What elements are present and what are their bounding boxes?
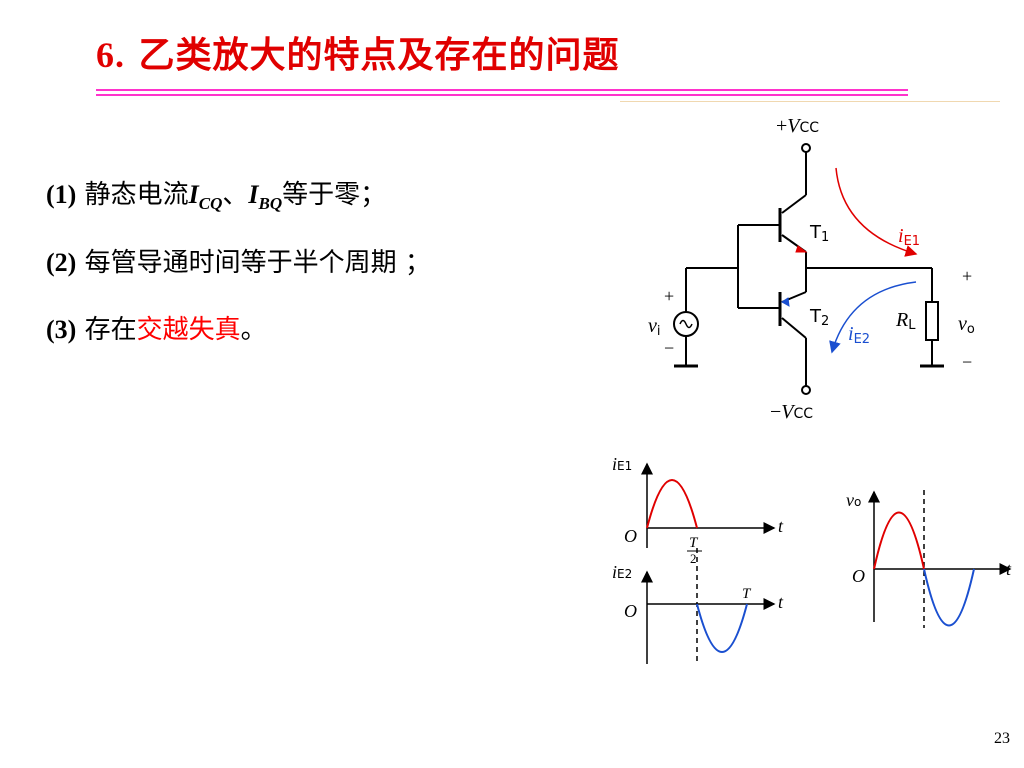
t1-sub: 1 bbox=[821, 230, 829, 245]
title-underline-2 bbox=[96, 94, 908, 96]
svg-text:+VCC: +VCC bbox=[776, 115, 819, 137]
point-1: (1) 静态电流ICQ、IBQ等于零； bbox=[46, 174, 386, 214]
rl-label: R bbox=[895, 309, 908, 331]
vcc-positive-symbol: V bbox=[787, 115, 802, 137]
rl-sub: L bbox=[908, 318, 916, 333]
vo-positive-half bbox=[873, 511, 925, 570]
graph-ie1-sub: E1 bbox=[617, 459, 632, 473]
t2-emitter-arrow bbox=[781, 297, 790, 307]
ie1-arrow bbox=[835, 167, 918, 257]
svg-text:vo: vo bbox=[958, 313, 975, 337]
graph-vo-origin: O bbox=[852, 566, 865, 586]
vcc-positive-sign: + bbox=[776, 115, 787, 137]
graph-ie2-t: t bbox=[778, 592, 784, 612]
t1-emitter-arrow bbox=[795, 245, 808, 253]
t1-collector bbox=[781, 194, 807, 214]
page-title: 6. 乙类放大的特点及存在的问题 bbox=[96, 26, 620, 78]
ie1-label: i bbox=[898, 225, 904, 247]
point-3-tail: 。 bbox=[240, 315, 267, 345]
svg-text:vo: vo bbox=[846, 490, 861, 510]
graph-ie2-sub: E2 bbox=[617, 567, 632, 581]
svg-text:vi: vi bbox=[648, 315, 661, 339]
graph-vo-t: t bbox=[1006, 559, 1012, 579]
svg-text:iE1: iE1 bbox=[612, 454, 632, 474]
point-1-tail: 等于零； bbox=[282, 180, 387, 210]
ie2-arrow bbox=[829, 281, 917, 354]
point-1-text: 静态电流 bbox=[84, 180, 189, 210]
graph-vo-sub: o bbox=[854, 495, 861, 509]
current-symbol-ibq: I bbox=[248, 180, 259, 209]
vcc-positive-terminal bbox=[801, 143, 811, 153]
t2-label: T bbox=[809, 306, 822, 327]
vcc-negative-symbol: V bbox=[781, 401, 796, 423]
title-text: 乙类放大的特点及存在的问题 bbox=[138, 35, 620, 76]
graph-vo-label: v bbox=[846, 490, 854, 510]
ie2-sub: E2 bbox=[854, 332, 871, 347]
point-2: (2) 每管导通时间等于半个周期 ； bbox=[46, 242, 431, 279]
vo-negative-half bbox=[923, 568, 975, 627]
separator: 、 bbox=[222, 180, 249, 210]
svg-text:iE1: iE1 bbox=[898, 225, 920, 249]
t1-label: T bbox=[809, 222, 822, 243]
vcc-negative-terminal bbox=[801, 385, 811, 395]
svg-text:iE2: iE2 bbox=[612, 562, 632, 582]
load-resistor bbox=[925, 301, 939, 341]
svg-text:iE2: iE2 bbox=[848, 323, 870, 347]
svg-text:−VCC: −VCC bbox=[770, 401, 813, 423]
point-3-number: (3) bbox=[46, 315, 77, 344]
ie1-waveform bbox=[646, 479, 698, 529]
graph-ie1-label: i bbox=[612, 454, 617, 474]
subscript-bq: BQ bbox=[258, 194, 283, 214]
graph-ie2-origin: O bbox=[624, 601, 637, 621]
vo-sub: o bbox=[967, 322, 975, 337]
ie2-waveform bbox=[696, 603, 748, 653]
page-number: 23 bbox=[994, 730, 1010, 747]
half-period-denominator: 2 bbox=[690, 551, 697, 566]
vo-minus: − bbox=[962, 352, 972, 372]
half-period-numerator: T bbox=[689, 535, 699, 551]
vcc-positive-sub: CC bbox=[800, 120, 820, 136]
push-pull-circuit bbox=[673, 143, 944, 395]
t2-collector bbox=[781, 317, 807, 339]
point-2-number: (2) bbox=[46, 248, 77, 277]
vo-plus: + bbox=[962, 266, 972, 286]
graph-ie2-label: i bbox=[612, 562, 617, 582]
current-symbol-icq: I bbox=[188, 180, 199, 209]
title-number: 6. bbox=[96, 35, 125, 75]
vcc-negative-sub: CC bbox=[794, 406, 814, 422]
svg-text:RL: RL bbox=[895, 309, 916, 333]
period-label: T bbox=[742, 586, 752, 602]
vo-label: v bbox=[958, 313, 967, 335]
vi-minus: − bbox=[664, 338, 674, 358]
point-2-text: 每管导通时间等于半个周期 ； bbox=[84, 248, 431, 278]
point-3-text: 存在 bbox=[84, 315, 137, 345]
vi-plus: + bbox=[664, 286, 674, 306]
vi-label: v bbox=[648, 315, 657, 337]
t2-sub: 2 bbox=[821, 314, 829, 329]
svg-text:T2: T2 bbox=[809, 306, 829, 329]
svg-text:T1: T1 bbox=[809, 222, 829, 245]
crossover-distortion-highlight: 交越失真 bbox=[136, 315, 241, 345]
title-underline bbox=[96, 89, 908, 91]
vi-sub: i bbox=[657, 324, 661, 339]
ie1-sub: E1 bbox=[904, 234, 921, 249]
point-3: (3) 存在交越失真。 bbox=[46, 309, 267, 346]
divider-line bbox=[620, 101, 1000, 102]
vcc-negative-sign: − bbox=[770, 401, 781, 423]
point-1-number: (1) bbox=[46, 180, 77, 209]
ie2-label: i bbox=[848, 323, 854, 345]
graph-ie1-origin: O bbox=[624, 526, 637, 546]
subscript-cq: CQ bbox=[198, 194, 223, 214]
graph-ie1-t: t bbox=[778, 516, 784, 536]
